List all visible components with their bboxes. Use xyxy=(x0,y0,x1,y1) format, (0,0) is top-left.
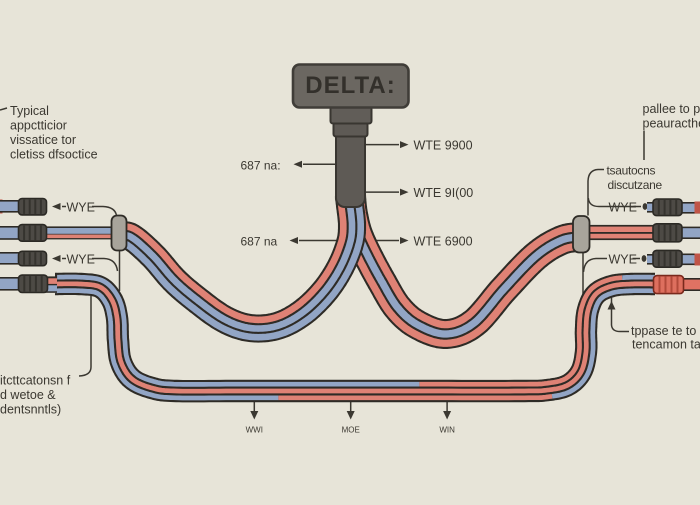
svg-text:WIN: WIN xyxy=(439,426,455,435)
svg-text:WYE: WYE xyxy=(609,253,637,267)
svg-text:peauracthe: peauracthe xyxy=(643,116,700,130)
svg-text:d wetoe &: d wetoe & xyxy=(0,388,56,402)
svg-text:tsautocns: tsautocns xyxy=(607,163,656,177)
svg-text:cletiss dfsoctice: cletiss dfsoctice xyxy=(10,148,98,162)
svg-text:itcttcatonsn f: itcttcatonsn f xyxy=(0,374,71,388)
svg-text:WTE 9I(00: WTE 9I(00 xyxy=(414,186,474,200)
svg-text:Typical: Typical xyxy=(10,104,49,118)
svg-text:pallee to p: pallee to p xyxy=(643,102,700,116)
svg-text:WWI: WWI xyxy=(246,426,263,435)
svg-text:687 na: 687 na xyxy=(241,234,278,248)
svg-text:DELTA:: DELTA: xyxy=(305,72,395,99)
svg-text:tencamon tat: tencamon tat xyxy=(632,338,700,352)
svg-text:WYE: WYE xyxy=(67,201,95,215)
svg-text:vissatice tor: vissatice tor xyxy=(10,133,76,147)
svg-text:tppase te to p: tppase te to p xyxy=(631,324,700,338)
svg-text:687 na:: 687 na: xyxy=(241,158,281,172)
svg-text:WYE: WYE xyxy=(67,253,95,267)
svg-text:WTE 9900: WTE 9900 xyxy=(414,139,473,153)
svg-text:discutzane: discutzane xyxy=(608,178,663,192)
svg-text:WTE 6900: WTE 6900 xyxy=(414,235,473,249)
svg-text:dentsnntls): dentsnntls) xyxy=(0,403,61,417)
svg-text:MOE: MOE xyxy=(342,426,360,435)
svg-text:WYE: WYE xyxy=(609,201,637,215)
svg-text:appctticior: appctticior xyxy=(10,119,67,133)
